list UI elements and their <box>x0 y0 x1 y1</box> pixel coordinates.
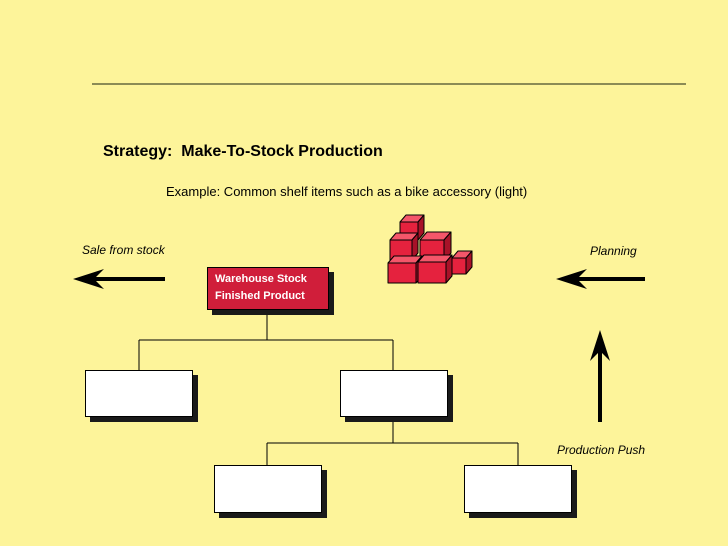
planning-arrow-icon <box>556 269 645 289</box>
component-box-left <box>85 370 193 417</box>
stock-boxes-icon <box>387 214 473 284</box>
sale-from-stock-label: Sale from stock <box>82 243 165 257</box>
title-divider <box>92 83 686 85</box>
production-push-label: Production Push <box>557 443 646 457</box>
warehouse-line-2: Finished Product <box>215 290 305 302</box>
push-arrow-icon <box>590 330 610 422</box>
component-box-right <box>340 370 448 417</box>
slide-title: Strategy: Make-To-Stock Production <box>103 143 383 160</box>
warehouse-line-1: Warehouse Stock <box>215 273 307 285</box>
planning-label: Planning <box>590 244 637 258</box>
warehouse-stock-box: Warehouse Stock Finished Product <box>207 267 329 310</box>
subcomponent-box-left <box>214 465 322 513</box>
subcomponent-box-right <box>464 465 572 513</box>
tree-connectors <box>138 311 519 465</box>
example-text: Example: Common shelf items such as a bi… <box>166 184 528 199</box>
sale-arrow-icon <box>73 269 165 289</box>
